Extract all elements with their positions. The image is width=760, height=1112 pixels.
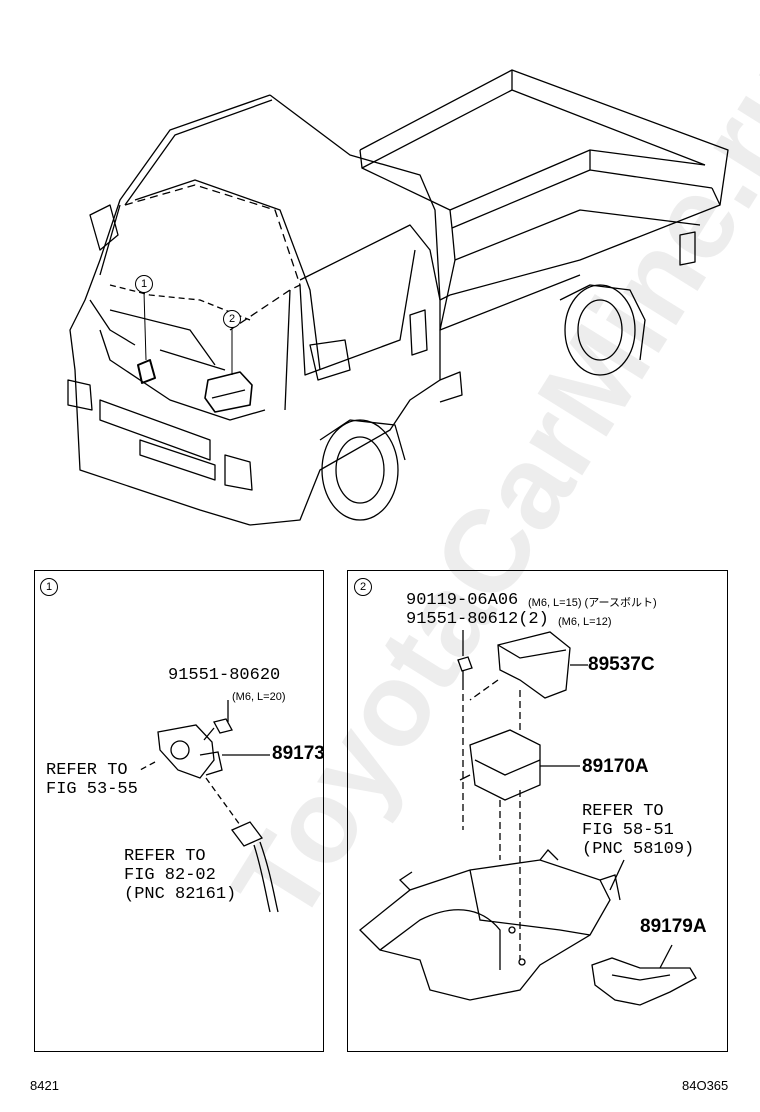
cover-part-number: 89537C	[588, 654, 655, 675]
panel-1-marker: 1	[40, 578, 58, 596]
refer-3-line2: FIG 58-51	[582, 821, 674, 840]
ecu-part-number: 89170A	[582, 756, 649, 777]
panel-1	[34, 570, 324, 1052]
sensor-part-number: 89173	[272, 743, 325, 764]
refer-2-line2: FIG 82-02	[124, 866, 216, 885]
panel-2-marker: 2	[354, 578, 372, 596]
refer-3-line3: (PNC 58109)	[582, 840, 695, 859]
callout-2-marker: 2	[223, 310, 241, 328]
refer-3-line1: REFER TO	[582, 802, 664, 821]
refer-1-line2: FIG 53-55	[46, 780, 138, 799]
bolt-part-number: 91551-80620	[168, 666, 281, 685]
bracket-part-number: 89179A	[640, 916, 707, 937]
ground-bolt-spec: (M6, L=15) (アースボルト)	[528, 597, 657, 609]
ground-bolt-part-number: 90119-06A06	[406, 591, 519, 610]
panel-2	[347, 570, 728, 1052]
callout-1-marker: 1	[135, 275, 153, 293]
mount-bolt-part-number: 91551-80612(2)	[406, 610, 549, 629]
footer-left-code: 8421	[30, 1078, 59, 1093]
bolt-spec: (M6, L=20)	[232, 691, 286, 703]
mount-bolt-spec: (M6, L=12)	[558, 616, 612, 628]
footer-right-code: 84O365	[682, 1078, 729, 1093]
refer-2-line3: (PNC 82161)	[124, 885, 237, 904]
refer-2-line1: REFER TO	[124, 847, 206, 866]
refer-1-line1: REFER TO	[46, 761, 128, 780]
